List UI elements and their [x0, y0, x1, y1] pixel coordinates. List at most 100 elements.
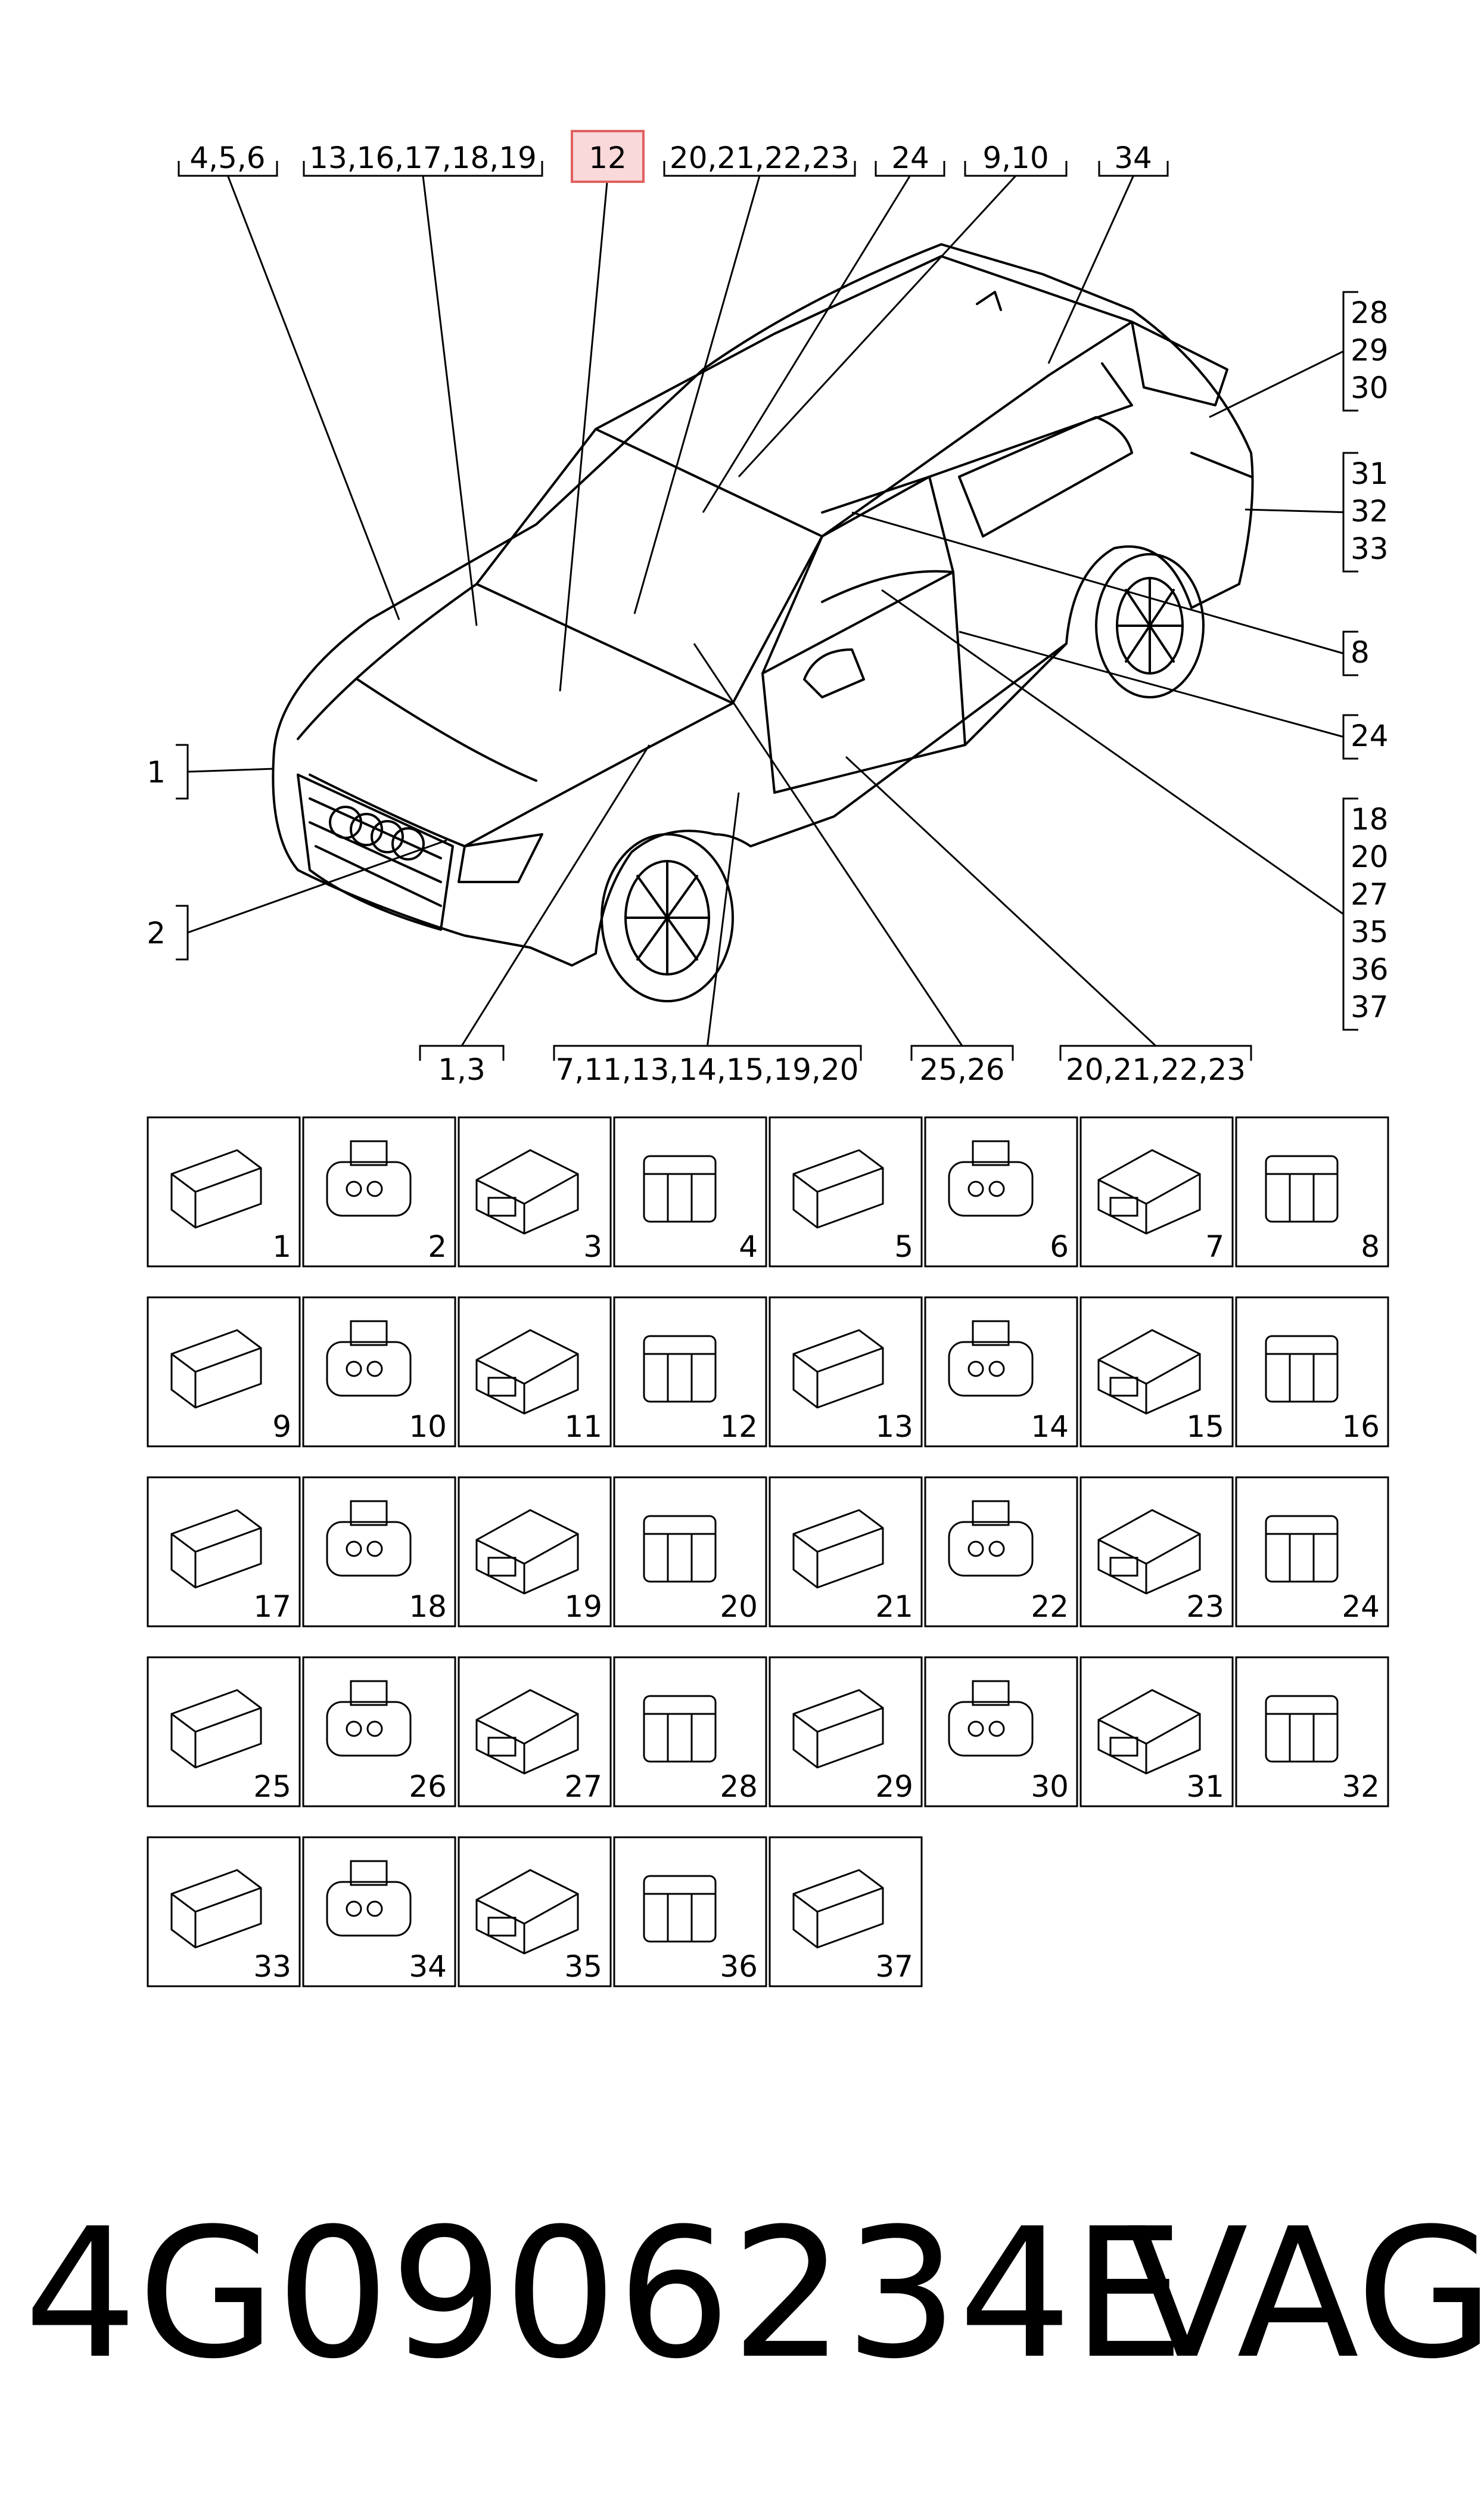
connector-cell[interactable]: 21 — [769, 1476, 923, 1627]
callout-label-right[interactable]: 8 — [1351, 635, 1370, 670]
connector-cell[interactable]: 23 — [1079, 1476, 1234, 1627]
callout-label-right[interactable]: 27 — [1351, 877, 1389, 912]
connector-frame — [147, 1476, 301, 1627]
connector-cell[interactable]: 34 — [302, 1836, 456, 1987]
connector-cell[interactable]: 5 — [769, 1116, 923, 1268]
callout-label-right[interactable]: 18 — [1351, 802, 1389, 837]
connector-cell[interactable]: 31 — [1079, 1656, 1234, 1807]
connector-cell[interactable]: 2 — [302, 1116, 456, 1268]
callout-label-top[interactable]: 12 — [589, 141, 627, 175]
connector-cell[interactable]: 24 — [1235, 1476, 1389, 1627]
connector-icon — [1265, 1335, 1339, 1403]
callout-label-left[interactable]: 2 — [147, 916, 166, 951]
connector-frame — [1079, 1656, 1234, 1807]
connector-number: 2 — [428, 1229, 447, 1264]
connector-cell[interactable]: 9 — [147, 1296, 301, 1448]
connector-icon — [643, 1875, 717, 1943]
connector-icon — [170, 1509, 262, 1589]
connector-cell[interactable]: 3 — [458, 1116, 612, 1268]
connector-cell[interactable]: 17 — [147, 1476, 301, 1627]
callout-label-right[interactable]: 32 — [1351, 494, 1389, 529]
callout-leader — [707, 792, 740, 1046]
callout-leader — [851, 511, 1344, 654]
callout-label-bottom[interactable]: 25,26 — [919, 1052, 1004, 1087]
connector-icon — [475, 1869, 579, 1955]
connector-cell[interactable]: 33 — [147, 1836, 301, 1987]
connector-cell[interactable]: 37 — [769, 1836, 923, 1987]
callout-label-right[interactable]: 33 — [1351, 532, 1389, 566]
connector-number: 34 — [409, 1949, 447, 1984]
callout-label-right[interactable]: 36 — [1351, 952, 1389, 987]
callout-label-bottom[interactable]: 20,21,22,23 — [1066, 1052, 1246, 1087]
connector-cell[interactable]: 10 — [302, 1296, 456, 1448]
callout-label-right[interactable]: 37 — [1351, 990, 1389, 1024]
connector-cell[interactable]: 20 — [613, 1476, 767, 1627]
connector-number: 35 — [564, 1949, 602, 1984]
connector-cell[interactable]: 29 — [769, 1656, 923, 1807]
connector-cell[interactable]: 6 — [924, 1116, 1078, 1268]
callout-label-right[interactable]: 35 — [1351, 915, 1389, 949]
connector-cell[interactable]: 13 — [769, 1296, 923, 1448]
connector-cell[interactable]: 11 — [458, 1296, 612, 1448]
callout-bracket — [176, 744, 189, 800]
callout-label-right[interactable]: 29 — [1351, 333, 1389, 368]
connector-cell[interactable]: 22 — [924, 1476, 1078, 1627]
connector-frame — [302, 1116, 456, 1268]
callout-leader — [693, 643, 963, 1046]
connector-cell[interactable]: 27 — [458, 1656, 612, 1807]
callout-label-top[interactable]: 9,10 — [982, 141, 1049, 175]
callout-label-right[interactable]: 31 — [1351, 456, 1389, 491]
callout-leader — [461, 744, 651, 1046]
callout-bracket — [663, 161, 856, 177]
connector-number: 17 — [253, 1589, 291, 1624]
connector-cell[interactable]: 7 — [1079, 1116, 1234, 1268]
callout-label-top[interactable]: 24 — [891, 141, 929, 175]
callout-label-right[interactable]: 30 — [1351, 371, 1389, 405]
connector-number: 16 — [1342, 1409, 1380, 1444]
connector-icon — [792, 1149, 884, 1229]
connector-cell[interactable]: 32 — [1235, 1656, 1389, 1807]
connector-frame — [924, 1296, 1078, 1448]
connector-frame — [302, 1296, 456, 1448]
connector-cell[interactable]: 28 — [613, 1656, 767, 1807]
connector-number: 10 — [409, 1409, 447, 1444]
connector-cell[interactable]: 35 — [458, 1836, 612, 1987]
callout-label-bottom[interactable]: 7,11,13,14,15,19,20 — [556, 1052, 859, 1087]
callout-label-top[interactable]: 4,5,6 — [189, 141, 265, 175]
connector-cell[interactable]: 16 — [1235, 1296, 1389, 1448]
callout-leader — [1209, 350, 1344, 418]
connector-icon — [948, 1500, 1034, 1577]
callout-label-right[interactable]: 24 — [1351, 719, 1389, 753]
callout-label-left[interactable]: 1 — [147, 755, 166, 790]
connector-cell[interactable]: 19 — [458, 1476, 612, 1627]
callout-label-top[interactable]: 20,21,22,23 — [670, 141, 850, 175]
connector-frame — [769, 1476, 923, 1627]
connector-cell[interactable]: 4 — [613, 1116, 767, 1268]
connector-cell[interactable]: 26 — [302, 1656, 456, 1807]
connector-frame — [1079, 1296, 1234, 1448]
callout-label-top[interactable]: 13,16,17,18,19 — [309, 141, 537, 175]
callout-label-bottom[interactable]: 1,3 — [438, 1052, 486, 1087]
connector-cell[interactable]: 25 — [147, 1656, 301, 1807]
connector-frame — [458, 1296, 612, 1448]
connector-cell[interactable]: 12 — [613, 1296, 767, 1448]
connector-icon — [475, 1149, 579, 1235]
callout-leader — [845, 756, 1157, 1047]
connector-frame — [1235, 1656, 1389, 1807]
connector-cell[interactable]: 15 — [1079, 1296, 1234, 1448]
callout-bracket — [553, 1045, 862, 1061]
highlight-box — [571, 130, 645, 183]
connector-number: 4 — [739, 1229, 758, 1264]
callout-label-right[interactable]: 28 — [1351, 296, 1389, 330]
callout-label-right[interactable]: 20 — [1351, 840, 1389, 874]
connector-cell[interactable]: 1 — [147, 1116, 301, 1268]
connector-icon — [170, 1329, 262, 1409]
connector-cell[interactable]: 30 — [924, 1656, 1078, 1807]
connector-cell[interactable]: 8 — [1235, 1116, 1389, 1268]
connector-cell[interactable]: 14 — [924, 1296, 1078, 1448]
connector-number: 24 — [1342, 1589, 1380, 1624]
connector-cell[interactable]: 18 — [302, 1476, 456, 1627]
connector-frame — [613, 1836, 767, 1987]
connector-cell[interactable]: 36 — [613, 1836, 767, 1987]
callout-label-top[interactable]: 34 — [1114, 141, 1152, 175]
